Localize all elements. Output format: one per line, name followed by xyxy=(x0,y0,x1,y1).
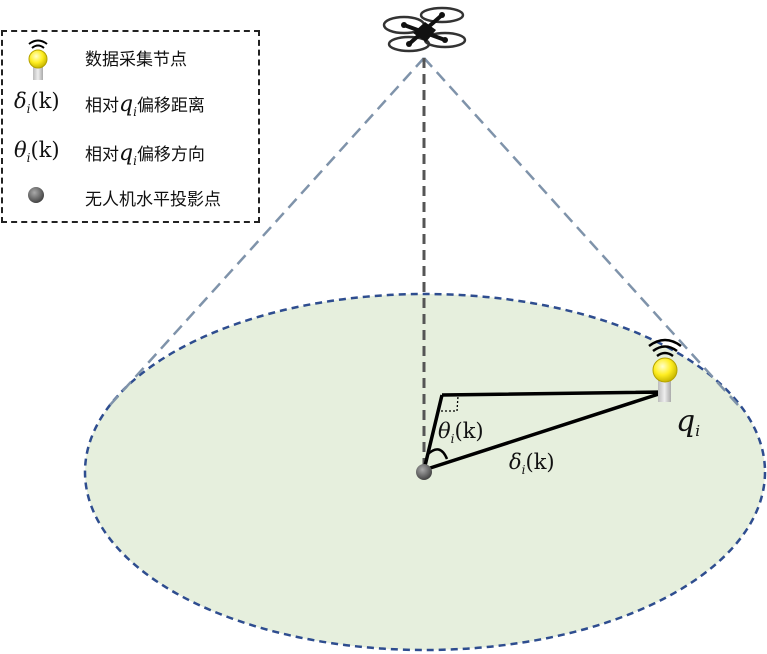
legend-direction-label: 相对qi偏移方向 xyxy=(85,141,205,168)
data-node-icon xyxy=(648,338,682,402)
drone-icon xyxy=(382,6,467,53)
cone-line-right xyxy=(423,57,739,406)
angle-label: θi(k) xyxy=(438,419,484,446)
legend-node-icon xyxy=(28,39,48,80)
legend-node-label: 数据采集节点 xyxy=(85,50,187,70)
legend-distance-symbol: δi(k) xyxy=(14,89,60,116)
legend-distance-label: 相对qi偏移距离 xyxy=(85,92,205,119)
uav-projection-point xyxy=(416,464,432,480)
offset-triangle xyxy=(422,390,667,472)
distance-label: δi(k) xyxy=(509,450,555,477)
legend-projection-icon xyxy=(28,187,44,203)
node-label: qi xyxy=(676,404,701,440)
legend-box xyxy=(1,30,260,223)
right-angle-marker xyxy=(441,395,459,412)
angle-arc xyxy=(426,448,449,460)
legend-direction-symbol: θi(k) xyxy=(14,138,60,165)
cone-line-left xyxy=(109,57,425,406)
legend-projection-label: 无人机水平投影点 xyxy=(85,190,221,210)
